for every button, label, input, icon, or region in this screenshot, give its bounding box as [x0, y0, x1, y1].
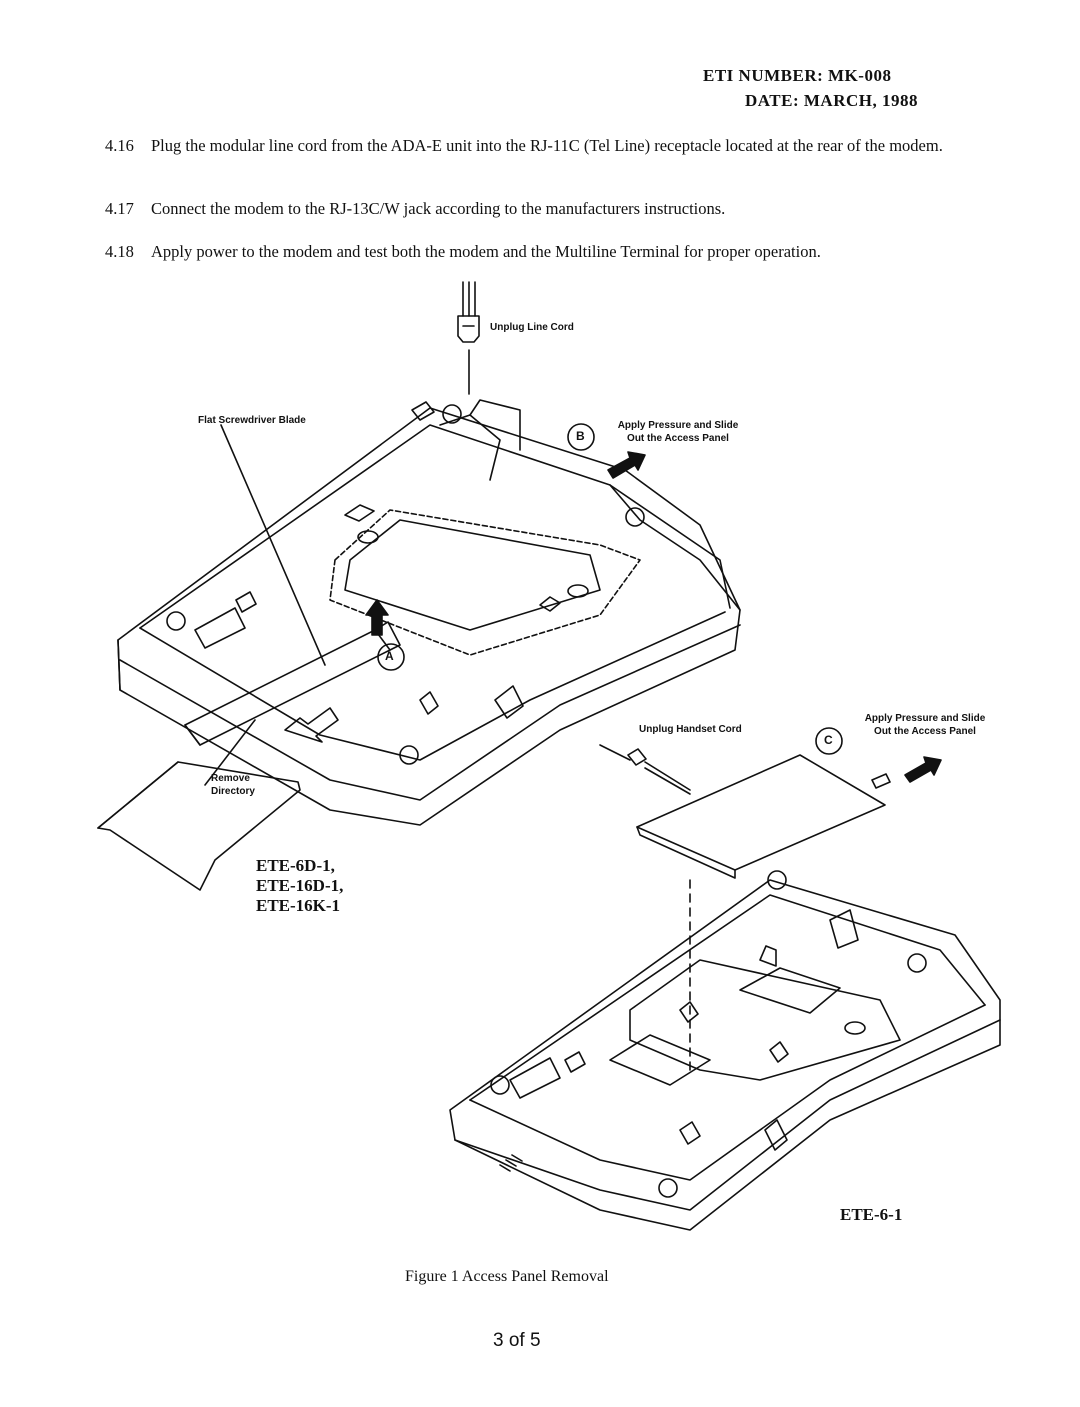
- step-4-18: 4.18 Apply power to the modem and test b…: [105, 242, 1005, 262]
- callouts: [377, 423, 843, 755]
- callout-b: B: [576, 429, 585, 443]
- step-text: Apply power to the modem and test both t…: [151, 242, 821, 261]
- label-flat-screwdriver-blade: Flat Screwdriver Blade: [198, 415, 306, 426]
- callout-a: A: [385, 649, 394, 663]
- model-name: ETE-6D-1,: [256, 856, 335, 875]
- label-remove-directory: Remove Directory: [211, 773, 255, 797]
- label-unplug-handset-cord: Unplug Handset Cord: [639, 724, 742, 735]
- step-number: 4.16: [105, 136, 134, 155]
- line-cord-plug: [457, 281, 480, 395]
- eti-number: ETI NUMBER: MK-008: [703, 66, 892, 85]
- step-4-16: 4.16 Plug the modular line cord from the…: [105, 136, 1005, 156]
- page-number: 3 of 5: [493, 1330, 541, 1351]
- label-unplug-line-cord: Unplug Line Cord: [490, 322, 574, 333]
- figure-caption: Figure 1 Access Panel Removal: [405, 1268, 609, 1285]
- step-number: 4.17: [105, 199, 134, 218]
- access-panel: [636, 754, 942, 879]
- step-number: 4.18: [105, 242, 134, 261]
- document-date: DATE: MARCH, 1988: [745, 91, 918, 110]
- label-apply-pressure-b: Apply Pressure and Slide Out the Access …: [617, 420, 739, 444]
- phone-bottom: [449, 870, 1001, 1231]
- model-list-top: ETE-6D-1, ETE-16D-1, ETE-16K-1: [256, 856, 343, 916]
- step-4-17: 4.17 Connect the modem to the RJ-13C/W j…: [105, 199, 1005, 219]
- callout-c: C: [824, 733, 833, 747]
- step-text: Plug the modular line cord from the ADA-…: [151, 136, 943, 155]
- phone-top: [97, 399, 741, 891]
- label-apply-pressure-c: Apply Pressure and Slide Out the Access …: [864, 713, 986, 737]
- model-bottom: ETE-6-1: [840, 1205, 903, 1224]
- model-name: ETE-16K-1: [256, 896, 341, 915]
- step-text: Connect the modem to the RJ-13C/W jack a…: [151, 199, 726, 218]
- model-name: ETE-16D-1,: [256, 876, 344, 895]
